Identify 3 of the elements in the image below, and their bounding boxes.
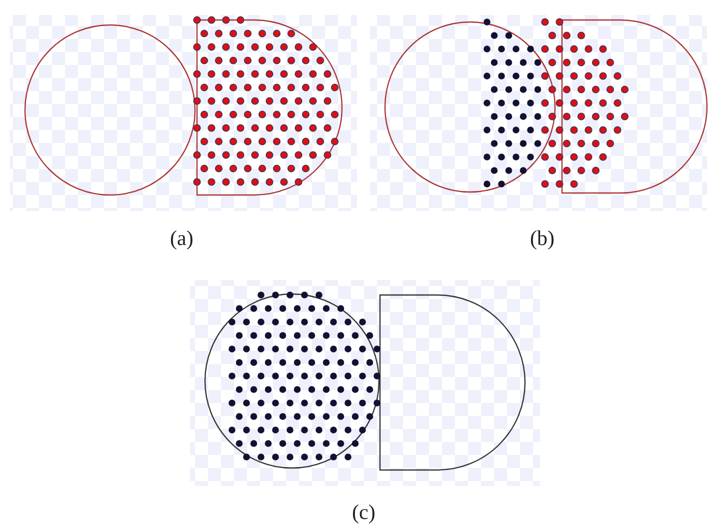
panel-caption: (c) [352,500,376,525]
panel-caption: (a) [170,226,194,251]
panel-caption: (b) [530,226,554,251]
